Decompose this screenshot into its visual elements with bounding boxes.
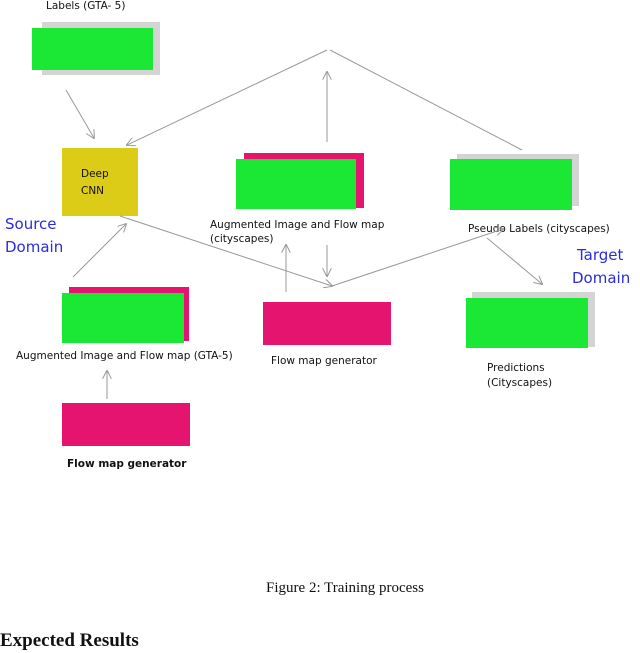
- arrow-labels-to-cnn: [65, 89, 94, 138]
- target-domain-line1: Target: [577, 246, 624, 264]
- arrow-apex-to-cnn: [127, 49, 328, 145]
- arrow-pseudo-to-apex: [329, 49, 523, 151]
- predictions-label-line2: (Cityscapes): [487, 377, 553, 389]
- labels-gta5-title: Labels (GTA- 5): [46, 0, 126, 12]
- pseudo-labels-image: [450, 159, 572, 210]
- arrow-junction-to-pseudo: [331, 229, 503, 287]
- arrow-cnn-to-junction: [119, 215, 332, 286]
- augmented-gta5-label: Augmented Image and Flow map (GTA-5): [16, 350, 233, 362]
- predictions-label-line1: Predictions: [487, 362, 545, 374]
- flow-map-generator-bottom-box: [62, 403, 190, 446]
- flow-map-generator-bottom-label: Flow map generator: [67, 458, 187, 470]
- labels-gta5-image: [32, 28, 153, 70]
- figure-caption: Figure 2: Training process: [266, 580, 424, 596]
- arrow-aug-gta5-to-cnn: [72, 224, 126, 278]
- predictions-image: [466, 298, 588, 348]
- deep-cnn-label-line1: Deep: [81, 168, 109, 180]
- source-domain-line1: Source: [5, 215, 57, 233]
- flow-map-generator-center-label: Flow map generator: [271, 355, 377, 367]
- flow-map-generator-center-box: [263, 302, 391, 345]
- source-domain-line2: Domain: [5, 238, 64, 256]
- augmented-cityscapes-label-line1: Augmented Image and Flow map: [210, 219, 385, 231]
- augmented-gta5-image: [62, 293, 184, 343]
- deep-cnn-box: [62, 148, 138, 216]
- augmented-cityscapes-image: [236, 159, 356, 209]
- augmented-cityscapes-label-line2: (cityscapes): [210, 233, 274, 245]
- deep-cnn-label-line2: CNN: [81, 185, 105, 197]
- section-heading: Expected Results: [0, 630, 139, 651]
- target-domain-line2: Domain: [572, 269, 631, 287]
- arrow-pseudo-to-predictions: [486, 237, 542, 284]
